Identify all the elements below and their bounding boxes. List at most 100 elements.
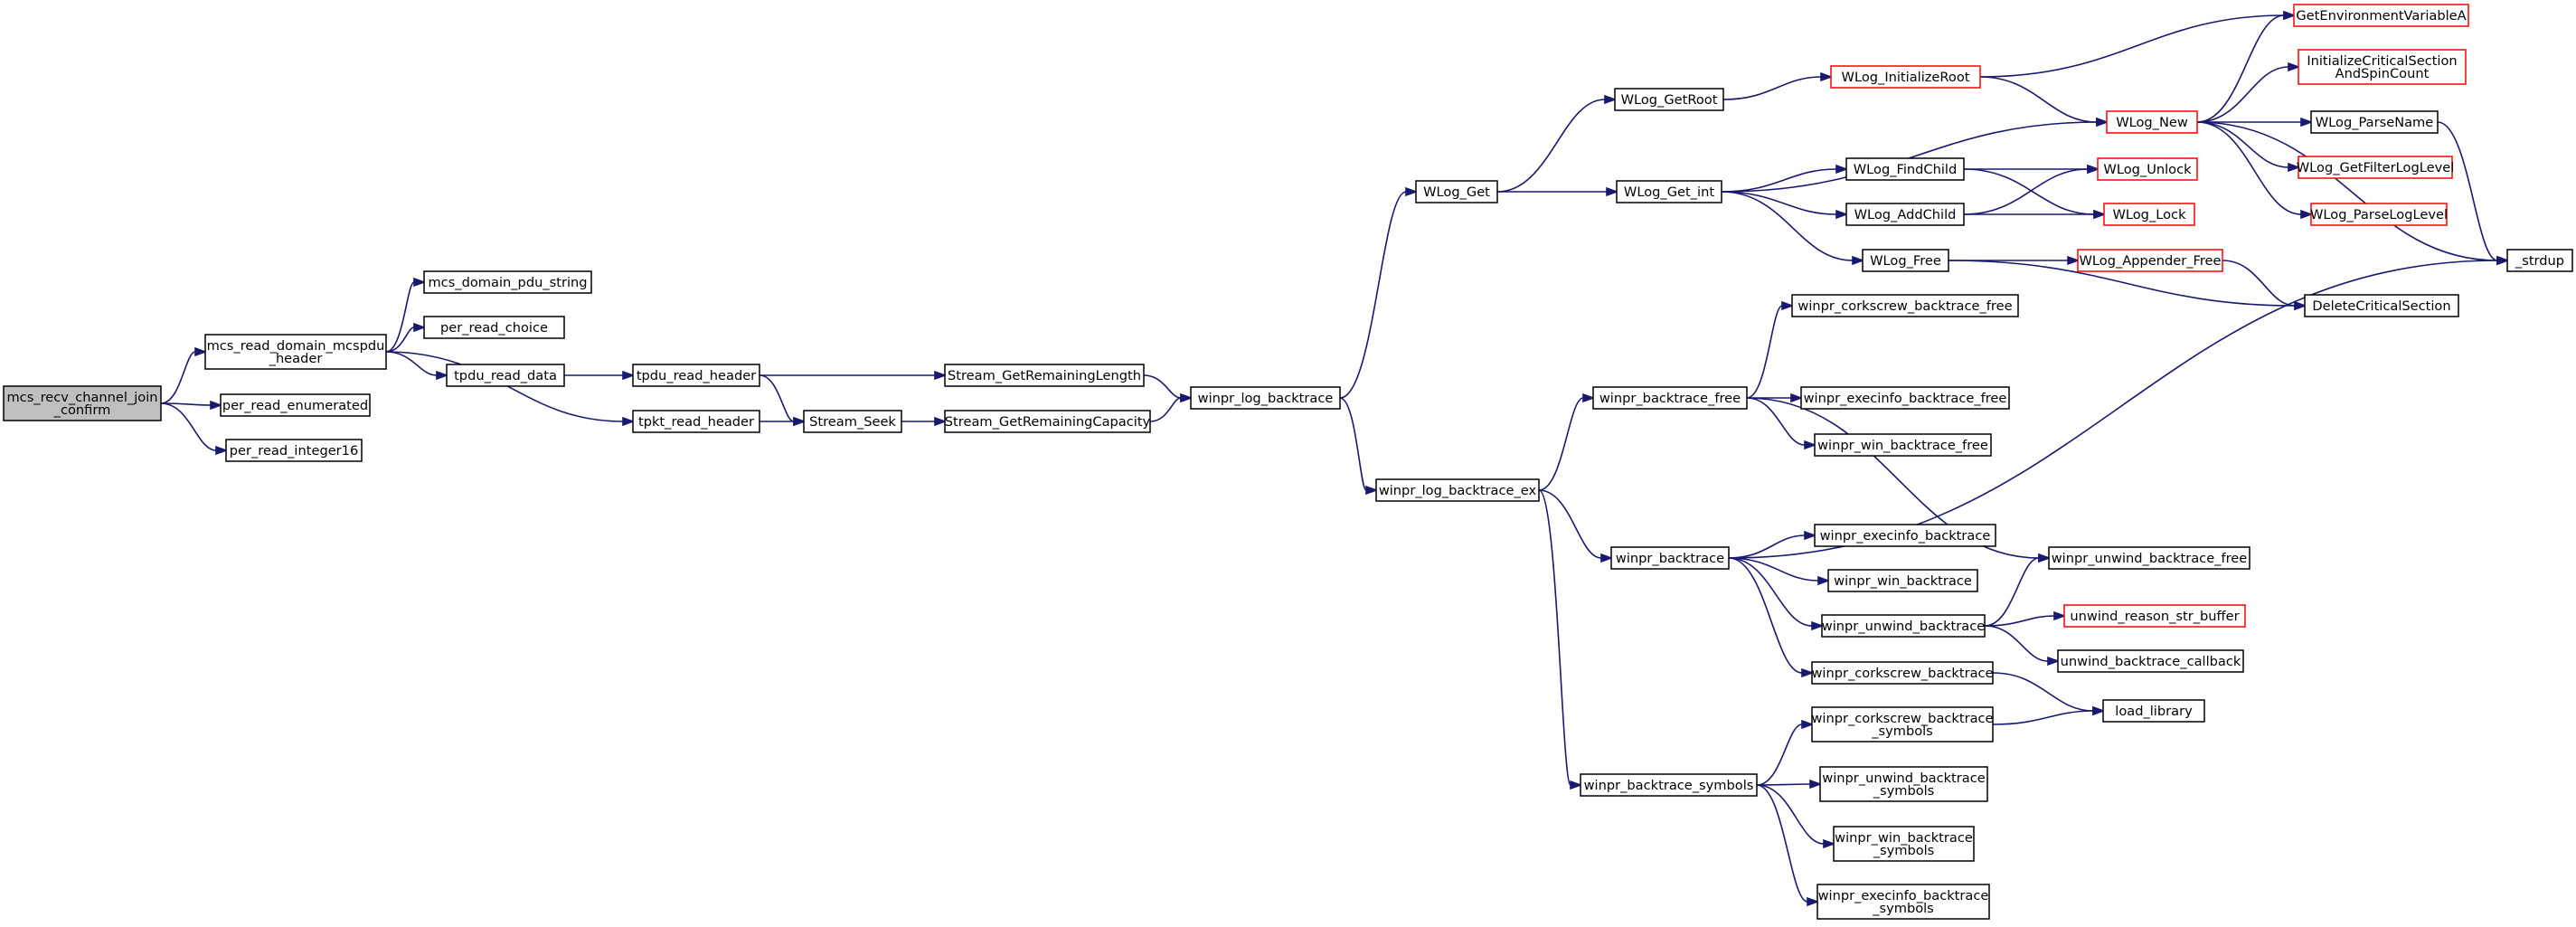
- edge-winpr-backtrace-to-winpr-corkscrew-backtrace: [1728, 557, 1815, 678]
- node-load-library[interactable]: load_library: [2102, 699, 2205, 723]
- node-box: [225, 439, 363, 462]
- node-wlog-getfilterloglevel[interactable]: WLog_GetFilterLogLevel: [2297, 156, 2455, 179]
- edge-winpr-unwind-backtrace-to-unwind-reason-str-buffer: [1984, 610, 2067, 627]
- node-label: winpr_log_backtrace_ex: [1379, 483, 1537, 498]
- edge-line: [1538, 489, 1571, 786]
- node-label: tpdu_read_header: [637, 368, 756, 383]
- node-winpr-backtrace[interactable]: winpr_backtrace: [1610, 546, 1730, 570]
- node-stream-getremaininglength[interactable]: Stream_GetRemainingLength: [944, 364, 1145, 387]
- edge-arrowhead: [1809, 779, 1823, 790]
- edge-line: [1979, 14, 2285, 78]
- edge-line: [160, 351, 196, 404]
- edge-wlog-findchild-to-wlog-lock: [1963, 168, 2107, 220]
- node-per-read-integer16[interactable]: per_read_integer16: [225, 439, 363, 462]
- node-wlog-addchild[interactable]: WLog_AddChild: [1845, 203, 1965, 226]
- node-box: [2106, 110, 2198, 134]
- node-mcs-recv[interactable]: mcs_recv_channel_join_confirm: [3, 385, 162, 421]
- edge-line: [1721, 168, 1837, 193]
- node-winpr-win-backtrace[interactable]: winpr_win_backtrace: [1827, 569, 1978, 592]
- edge-line: [1984, 625, 2049, 662]
- node-winpr-unwind-backtrace[interactable]: winpr_unwind_backtrace: [1821, 614, 1986, 638]
- node-wlog-free[interactable]: WLog_Free: [1862, 249, 1949, 272]
- node-winpr-corkscrew-backtrace-free[interactable]: winpr_corkscrew_backtrace_free: [1791, 294, 2019, 317]
- node-wlog-new[interactable]: WLog_New: [2106, 110, 2198, 134]
- node-label: unwind_backtrace_callback: [2061, 654, 2241, 669]
- edge-line: [1728, 557, 1803, 674]
- node-label: winpr_backtrace_free: [1599, 391, 1741, 406]
- node-mcs-domain-pdu-string[interactable]: mcs_domain_pdu_string: [423, 270, 592, 294]
- node-label: load_library: [2115, 704, 2193, 719]
- node-winpr-win-backtrace-free[interactable]: winpr_win_backtrace_free: [1814, 433, 1992, 457]
- node-mcs-read-domain[interactable]: mcs_read_domain_mcspdu_header: [204, 334, 387, 370]
- node-winpr-corkscrew-backtrace[interactable]: winpr_corkscrew_backtrace: [1811, 661, 1994, 685]
- node-label: WLog_InitializeRoot: [1842, 70, 1970, 85]
- node-winpr-win-backtrace-symbols[interactable]: winpr_win_backtrace_symbols: [1833, 826, 1975, 862]
- node-winpr-unwind-backtrace-free[interactable]: winpr_unwind_backtrace_free: [2048, 546, 2250, 570]
- node-tpdu-read-header[interactable]: tpdu_read_header: [632, 364, 760, 387]
- node-label: Stream_Seek: [809, 414, 896, 430]
- node-box: [3, 385, 162, 421]
- node-wlog-parsename[interactable]: WLog_ParseName: [2310, 110, 2439, 134]
- node-strdup[interactable]: _strdup: [2506, 249, 2573, 272]
- edge-line: [2437, 121, 2498, 261]
- edge-arrowhead: [2300, 209, 2314, 220]
- edge-line: [2196, 14, 2285, 123]
- edge-wlog-initializeroot-to-wlog-new: [1979, 76, 2109, 128]
- edge-mcs-recv-to-mcs-read-domain: [160, 346, 208, 404]
- node-unwind-backtrace-callback[interactable]: unwind_backtrace_callback: [2057, 649, 2244, 673]
- node-winpr-backtrace-free[interactable]: winpr_backtrace_free: [1592, 386, 1748, 410]
- node-winpr-execinfo-backtrace[interactable]: winpr_execinfo_backtrace: [1814, 524, 1996, 547]
- edge-arrowhead: [1180, 393, 1194, 403]
- edge-arrowhead: [934, 416, 948, 427]
- node-stream-getremainingcapacity[interactable]: Stream_GetRemainingCapacity: [944, 410, 1151, 433]
- edge-line: [1963, 168, 2095, 215]
- edge-wlog-getroot-to-wlog-initializeroot: [1722, 71, 1834, 100]
- node-wlog-findchild[interactable]: WLog_FindChild: [1845, 157, 1965, 181]
- node-winpr-execinfo-backtrace-free[interactable]: winpr_execinfo_backtrace_free: [1800, 386, 2010, 410]
- node-tpdu-read-data[interactable]: tpdu_read_data: [446, 364, 565, 387]
- node-wlog-initializeroot[interactable]: WLog_InitializeRoot: [1830, 65, 1981, 89]
- edge-arrowhead: [622, 416, 636, 427]
- node-winpr-backtrace-symbols[interactable]: winpr_backtrace_symbols: [1580, 773, 1758, 797]
- node-per-read-choice[interactable]: per_read_choice: [423, 316, 565, 339]
- node-label: winpr_win_backtrace_free: [1817, 438, 1988, 453]
- edge-tpdu-read-header-to-stream-seek: [759, 374, 807, 427]
- edge-winpr-backtrace-to-winpr-win-backtrace: [1728, 557, 1831, 586]
- edge-arrowhead: [1811, 620, 1825, 631]
- node-unwind-reason-str-buffer[interactable]: unwind_reason_str_buffer: [2063, 604, 2246, 628]
- node-box: [1614, 88, 1724, 111]
- node-wlog-unlock[interactable]: WLog_Unlock: [2097, 157, 2198, 181]
- edge-line: [1746, 305, 1783, 399]
- node-box: [1814, 433, 1992, 457]
- node-label: winpr_unwind_backtrace: [1822, 619, 1985, 634]
- edge-arrowhead: [2294, 300, 2307, 311]
- edge-arrowhead: [1606, 186, 1619, 197]
- node-winpr-unwind-backtrace-symbols[interactable]: winpr_unwind_backtrace_symbols: [1819, 766, 1988, 802]
- node-box: [1827, 569, 1978, 592]
- node-wlog-getroot[interactable]: WLog_GetRoot: [1614, 88, 1724, 111]
- node-box: [2298, 156, 2453, 179]
- node-deletecriticalsection[interactable]: DeleteCriticalSection: [2304, 294, 2459, 317]
- node-label: per_read_choice: [440, 320, 548, 336]
- node-label: winpr_corkscrew_backtrace: [1811, 711, 1993, 726]
- node-getenvironmentvariablea[interactable]: GetEnvironmentVariableA: [2293, 4, 2469, 27]
- node-winpr-corkscrew-backtrace-symbols[interactable]: winpr_corkscrew_backtrace_symbols: [1811, 706, 1994, 743]
- node-per-read-enumerated[interactable]: per_read_enumerated: [220, 393, 371, 417]
- node-winpr-log-backtrace[interactable]: winpr_log_backtrace: [1190, 386, 1341, 410]
- edge-wlog-addchild-to-wlog-lock: [1964, 209, 2107, 220]
- node-label: winpr_win_backtrace: [1835, 830, 1973, 846]
- node-wlog-lock[interactable]: WLog_Lock: [2103, 203, 2195, 226]
- node-stream-seek[interactable]: Stream_Seek: [803, 410, 902, 433]
- node-label: mcs_read_domain_mcspdu: [207, 338, 385, 354]
- node-winpr-log-backtrace-ex[interactable]: winpr_log_backtrace_ex: [1375, 478, 1540, 502]
- node-label: DeleteCriticalSection: [2312, 298, 2450, 314]
- node-wlog-get[interactable]: WLog_Get: [1415, 180, 1498, 203]
- node-winpr-execinfo-backtrace-symbols[interactable]: winpr_execinfo_backtrace_symbols: [1816, 884, 1990, 920]
- node-tpkt-read-header[interactable]: tpkt_read_header: [632, 410, 760, 433]
- edge-arrowhead: [2288, 61, 2301, 72]
- node-wlog-appender-free[interactable]: WLog_Appender_Free: [2077, 249, 2223, 272]
- node-wlog-parseloglevel[interactable]: WLog_ParseLogLevel: [2310, 203, 2448, 226]
- node-label: InitializeCriticalSection: [2307, 53, 2457, 69]
- node-wlog-get-int[interactable]: WLog_Get_int: [1616, 180, 1722, 203]
